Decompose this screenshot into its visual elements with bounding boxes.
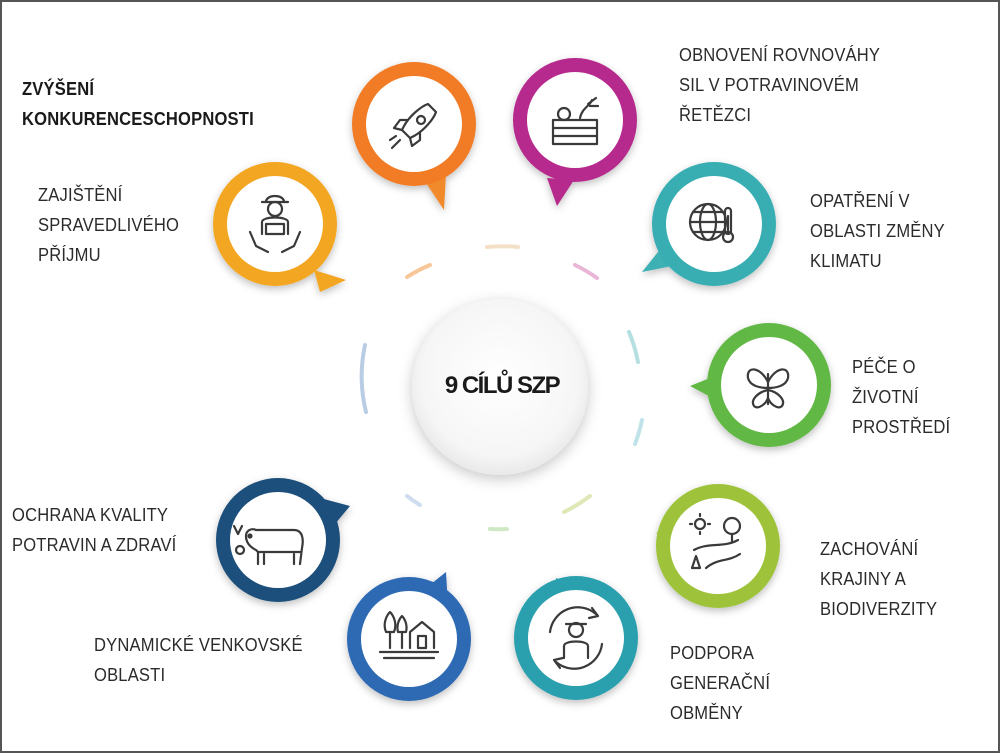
dashed-ring <box>359 244 644 532</box>
village-icon <box>378 610 440 660</box>
goal-kvalita-potravin <box>216 478 350 602</box>
label-krajina: ZACHOVÁNÍ KRAJINY A BIODIVERZITY <box>820 539 938 619</box>
goal-potravinovy-retezec <box>513 58 637 206</box>
rocket-icon <box>388 102 438 150</box>
label-spravedlivy-prijem: ZAJIŠTĚNÍ SPRAVEDLIVÉHO PŘÍJMU <box>38 185 180 265</box>
center-title: 9 CÍLŮ SZP <box>444 372 561 399</box>
goal-konkurenceschopnost <box>352 62 476 210</box>
label-klima: OPATŘENÍ V OBLASTI ZMĚNY KLIMATU <box>810 191 945 271</box>
center-disc <box>412 299 588 475</box>
goal-zivotni-prostredi <box>690 323 831 447</box>
goal-spravedlivy-prijem <box>213 162 346 292</box>
butterfly-icon <box>746 368 790 409</box>
goal-krajina <box>656 484 780 608</box>
farmer-cycle-icon <box>548 606 604 670</box>
landscape-icon <box>688 512 742 570</box>
globe-thermometer-icon <box>688 202 735 244</box>
label-kvalita-potravin: OCHRANA KVALITY POTRAVIN A ZDRAVÍ <box>12 505 177 555</box>
farmer-hands-icon <box>248 194 302 254</box>
label-konkurenceschopnost: ZVÝŠENÍ KONKURENCESCHOPNOSTI <box>22 79 254 129</box>
label-generacni-obmena: PODPORA GENERAČNÍ OBMĚNY <box>670 643 771 723</box>
label-zivotni-prostredi: PÉČE O ŽIVOTNÍ PROSTŘEDÍ <box>852 357 951 437</box>
cow-icon <box>232 524 304 566</box>
label-potravinovy-retezec: OBNOVENÍ ROVNOVÁHY SIL V POTRAVINOVÉM ŘE… <box>679 45 881 125</box>
food-crate-icon <box>551 96 600 146</box>
goal-klima <box>642 162 776 286</box>
label-venkov: DYNAMICKÉ VENKOVSKÉ OBLASTI <box>94 635 303 685</box>
